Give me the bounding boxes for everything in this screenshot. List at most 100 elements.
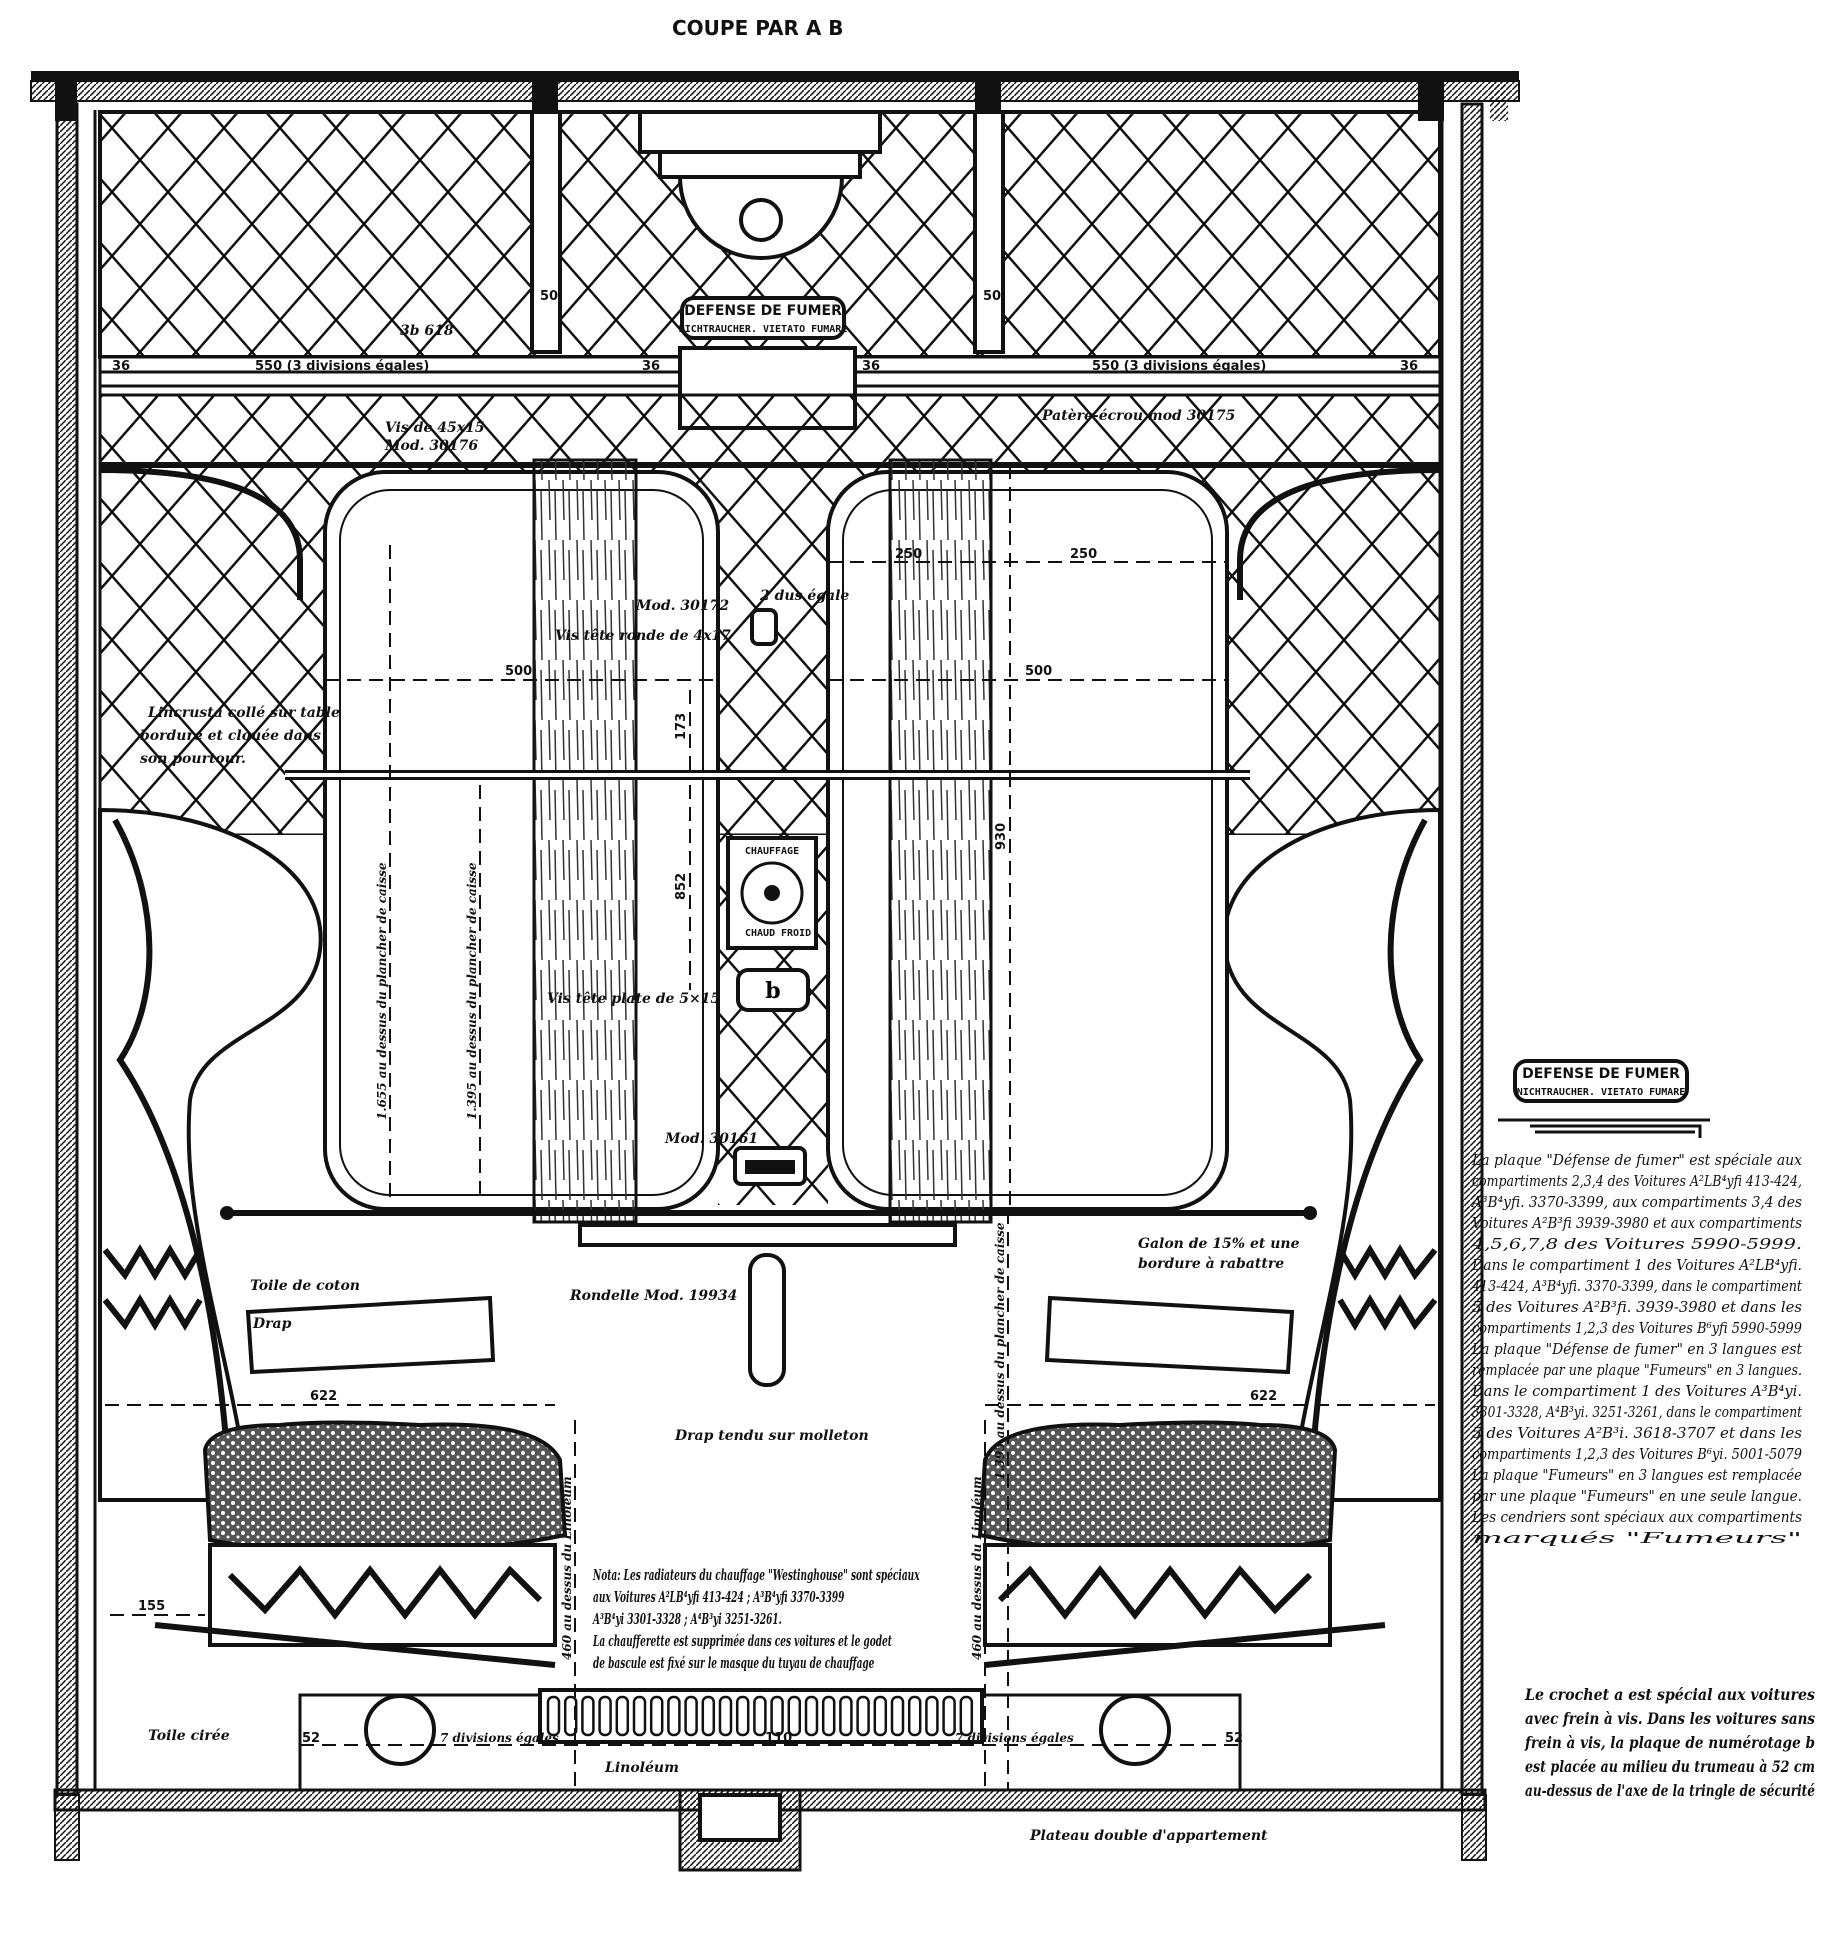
radiator-fin: [718, 1695, 733, 1737]
svg-text:Lincrusta collé sur table: Lincrusta collé sur table: [147, 705, 340, 721]
radiator-fin: [615, 1695, 630, 1737]
svg-text:2 dus égale: 2 dus égale: [759, 588, 849, 604]
svg-text:Linoléum: Linoléum: [604, 1760, 679, 1776]
radiator-fin: [839, 1695, 853, 1737]
radiator-fin: [581, 1695, 595, 1737]
side-bolster-right: [1307, 818, 1428, 1501]
ceiling-lamp: [638, 110, 882, 260]
radiator-fin: [684, 1695, 698, 1737]
heating-cold-label: FROID: [781, 928, 811, 939]
side-bolster-left: [112, 818, 233, 1501]
svg-text:bordure et clouée dans: bordure et clouée dans: [140, 728, 321, 744]
crochet-note-line: frein à vis, la plaque de numérotage b: [1524, 1733, 1815, 1752]
plate-letter: b: [765, 978, 780, 1004]
heater-pipe-right: [1099, 1694, 1171, 1766]
dim-span-left: 550 (3 divisions égales): [255, 359, 429, 374]
dim-end-left: 52: [302, 1731, 320, 1746]
svg-text:Mod. 30172: Mod. 30172: [635, 598, 729, 614]
svg-text:Toile cirée: Toile cirée: [148, 1728, 230, 1744]
svg-text:Rondelle Mod. 19934: Rondelle Mod. 19934: [569, 1288, 737, 1304]
side-note-line: 4,5,6,7,8 des Voitures 5990-5999.: [1471, 1235, 1802, 1253]
radiator-fin: [925, 1695, 939, 1737]
radiator-fin: [563, 1695, 578, 1737]
svg-text:Patère-écrou mod 30175: Patère-écrou mod 30175: [1041, 408, 1235, 424]
nota-line: Nota: Les radiateurs du chauffage "Westi…: [592, 1565, 920, 1583]
spring-left: [102, 1244, 203, 1331]
radiator-fin: [890, 1695, 905, 1737]
dim-250a: 250: [895, 547, 922, 562]
strap-left: [530, 110, 562, 354]
window-right: [826, 470, 1229, 1211]
radiator: [538, 1688, 984, 1744]
dim-1395: 1.395 au dessus du plancher de caisse: [465, 862, 479, 1120]
armrest-left: [245, 1295, 496, 1375]
nota-line: de bascule est fixé sur le masque du tuy…: [593, 1653, 875, 1671]
hook-plate: [750, 608, 778, 646]
svg-text:Mod. 30161: Mod. 30161: [664, 1131, 758, 1147]
svg-text:Galon de 15% et une: Galon de 15% et une: [1138, 1236, 1300, 1252]
spring-right: [1337, 1244, 1438, 1331]
radiator-fin: [701, 1695, 716, 1737]
nota-line: La chaufferette est supprimée dans ces v…: [592, 1631, 892, 1649]
dim-edge1: 36: [112, 359, 130, 374]
curtain-right: [888, 458, 993, 1224]
table-leg: [748, 1253, 786, 1387]
crochet-note-line: est placée au milieu du trumeau à 52 cm: [1525, 1757, 1815, 1776]
crochet-note-line: au-dessus de l'axe de la tringle de sécu…: [1525, 1781, 1815, 1800]
side-note-line: remplacée par une plaque "Fumeurs" en 3 …: [1472, 1361, 1802, 1379]
radiator-fin: [753, 1695, 767, 1737]
dim-edge3: 36: [862, 359, 880, 374]
side-note-line: Dans le compartiment 1 des Voitures A³B⁴…: [1471, 1382, 1802, 1400]
side-note-line: compartiments 2,3,4 des Voitures A²LB⁴yf…: [1472, 1172, 1802, 1190]
drawing-title: COUPE PAR A B: [672, 16, 844, 40]
crochet-note-line: avec frein à vis. Dans les voitures sans: [1525, 1709, 1815, 1728]
dim-div-left: 7 divisions égales: [440, 1731, 559, 1745]
label-mod618: 3b 618: [400, 323, 454, 339]
nota-line: A³B⁴yi 3301-3328 ; A⁴B³yi 3251-3261.: [592, 1609, 781, 1627]
side-note-line: par une plaque "Fumeurs" en une seule la…: [1472, 1487, 1802, 1505]
numbering-plate: [736, 968, 810, 1012]
dim-strap-left: 50: [540, 289, 558, 304]
dim-930: 930: [994, 823, 1009, 850]
side-note-line: La plaque "Défense de fumer" est spécial…: [1471, 1151, 1802, 1169]
dim-span-right: 550 (3 divisions égales): [1092, 359, 1266, 374]
dim-500-left: 500: [505, 664, 532, 679]
radiator-fin: [632, 1695, 647, 1737]
crochet-note-line: Le crochet a est spécial aux voitures: [1524, 1685, 1815, 1704]
no-smoking-sign-side: DEFENSE DE FUMER NICHTRAUCHER. VIETATO F…: [1498, 1059, 1710, 1138]
side-note-text: La plaque "Défense de fumer" est spécial…: [1470, 1151, 1803, 1547]
seat-cushion-left: [202, 1420, 568, 1551]
dim-strap-right: 50: [983, 289, 1001, 304]
radiator-fin: [649, 1695, 664, 1737]
dim-155: 155: [138, 1599, 165, 1614]
side-note-line: 413-424, A³B⁴yfi. 3370-3399, dans le com…: [1471, 1277, 1803, 1295]
side-note-line: compartiments 1,2,3 des Voitures B⁶yi. 5…: [1472, 1445, 1802, 1463]
dimension-lines: [105, 465, 1435, 1790]
radiator-fin: [821, 1695, 836, 1737]
dim-1655: 1.655 au dessus du plancher de caisse: [375, 862, 389, 1120]
radiator-fin: [873, 1695, 888, 1737]
svg-text:Mod. 30176: Mod. 30176: [384, 438, 478, 454]
dim-250b: 250: [1070, 547, 1097, 562]
radiator-fin: [598, 1695, 612, 1737]
light-bulb-icon: [739, 198, 783, 242]
annotation-labels: Vis de 45x15 Mod. 30176 Patère-écrou mod…: [140, 408, 1300, 1844]
dim-622-right: 622: [1250, 1389, 1277, 1404]
dim-lino-left: 460 au dessus du Linoléum: [560, 1476, 574, 1660]
heating-dial-icon: [740, 861, 804, 925]
dim-end-right: 52: [1225, 1731, 1243, 1746]
side-note-line: compartiments 1,2,3 des Voitures B⁶yfi 5…: [1472, 1319, 1802, 1337]
radiator-fin: [546, 1695, 561, 1737]
crochet-note-text: Le crochet a est spécial aux voitures ave…: [1524, 1685, 1815, 1800]
side-note-line: 5 des Voitures A²B³fi. 3939-3980 et dans…: [1472, 1298, 1802, 1316]
nota-text: Nota: Les radiateurs du chauffage "Westi…: [592, 1565, 920, 1671]
dim-500-right: 500: [1025, 664, 1052, 679]
radiator-fin: [667, 1695, 681, 1737]
radiator-fin: [856, 1695, 870, 1737]
dim-852: 852: [674, 873, 689, 900]
svg-text:Plateau double d'appartement: Plateau double d'appartement: [1029, 1828, 1268, 1844]
radiator-fin: [959, 1695, 974, 1737]
heating-panel-title: CHAUFFAGE: [745, 846, 799, 857]
dim-110: 110: [765, 1731, 792, 1746]
